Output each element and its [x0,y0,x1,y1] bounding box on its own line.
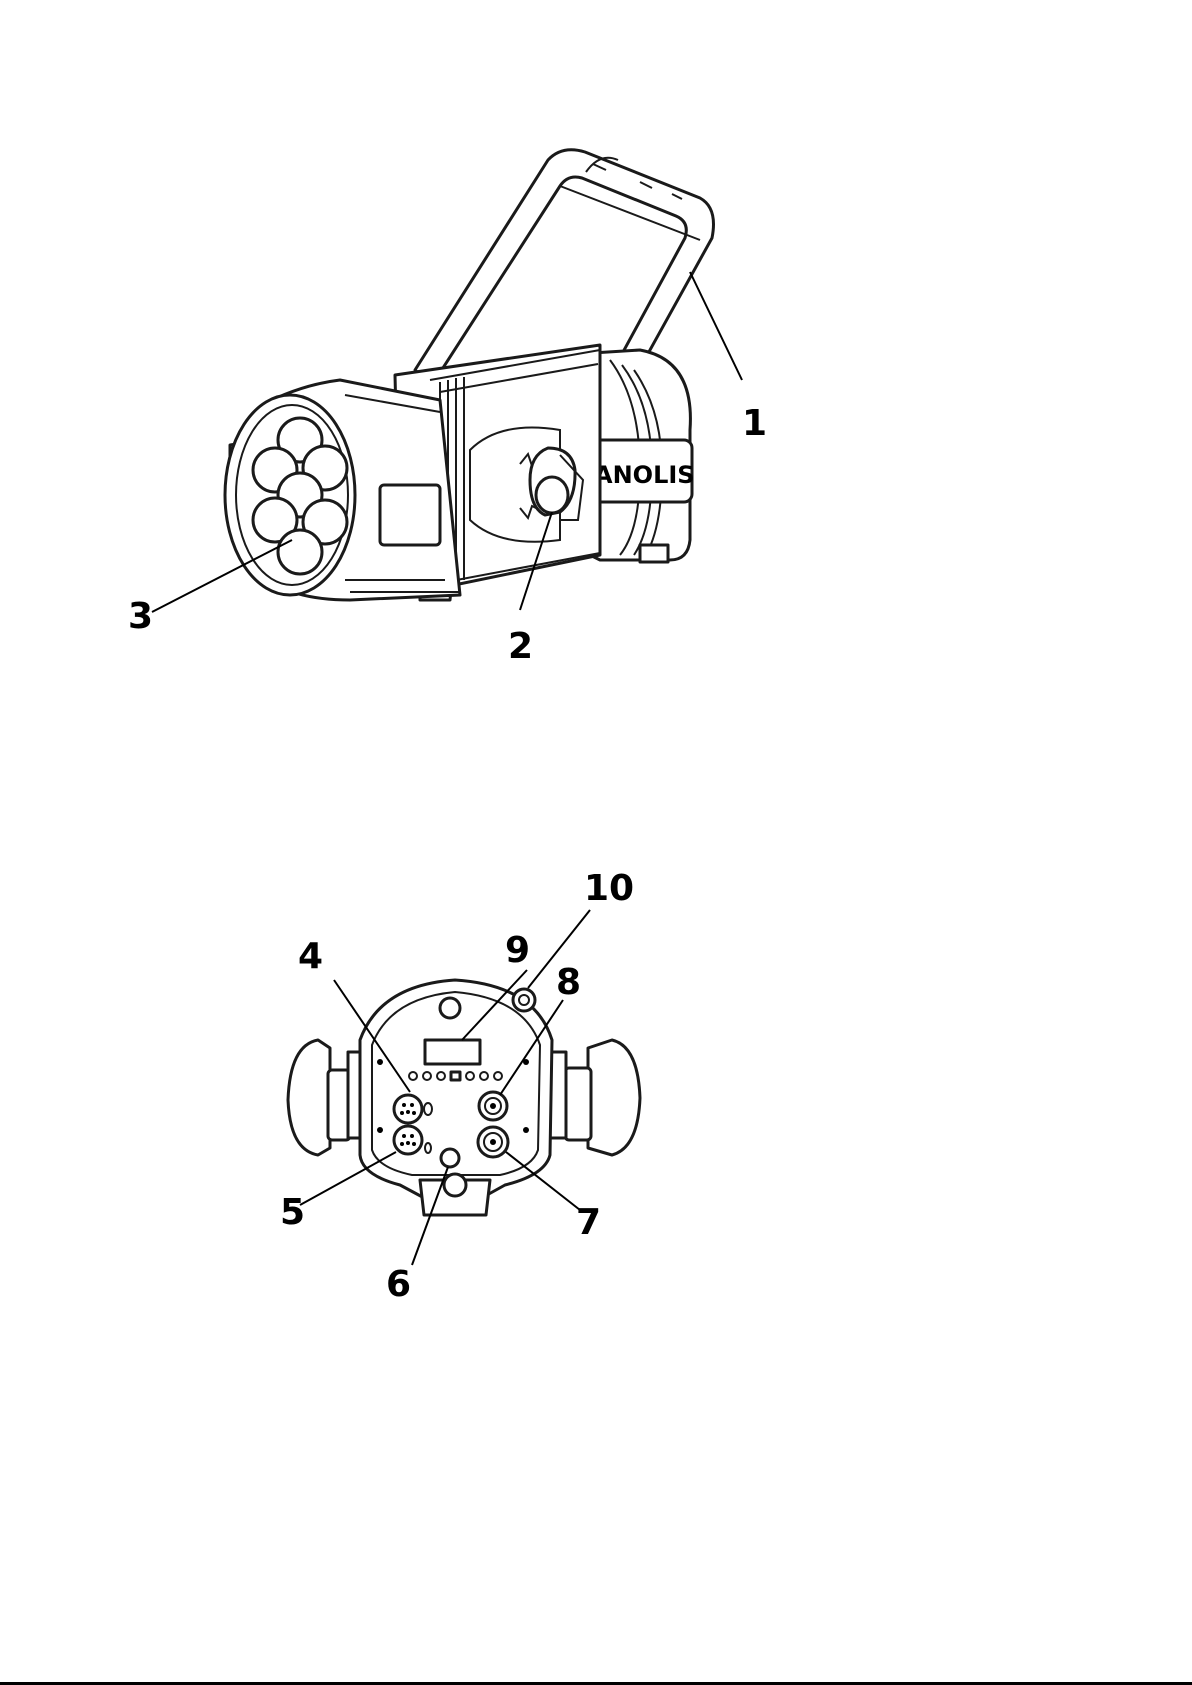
callout-leader-1 [690,272,742,380]
callout-label-2: 2 [508,626,533,667]
fixture-rear-view: 4 5 6 7 8 9 10 [280,868,640,1305]
side-label-plate [380,485,440,545]
power-input-connector [479,1092,507,1120]
callout-label-5: 5 [280,1192,305,1233]
callout-label-9: 9 [505,930,530,971]
safety-eye-icon [513,989,535,1011]
fuse-holder [441,1149,459,1167]
display-window [425,1040,480,1064]
fixture-perspective-view: ANOLIS [128,150,767,667]
brand-logo: ANOLIS [594,461,695,489]
rear-foot [640,545,668,562]
callout-label-6: 6 [386,1264,411,1305]
callout-label-1: 1 [742,403,767,444]
callout-label-10: 10 [584,868,634,909]
bottom-screw [444,1174,466,1196]
callout-label-8: 8 [556,962,581,1003]
callout-label-4: 4 [298,936,323,977]
top-screw [440,998,460,1018]
led-lens [278,530,322,574]
callout-label-7: 7 [576,1202,601,1243]
callout-label-3: 3 [128,596,153,637]
right-yoke-knob [540,1040,640,1155]
power-output-connector [478,1127,508,1157]
